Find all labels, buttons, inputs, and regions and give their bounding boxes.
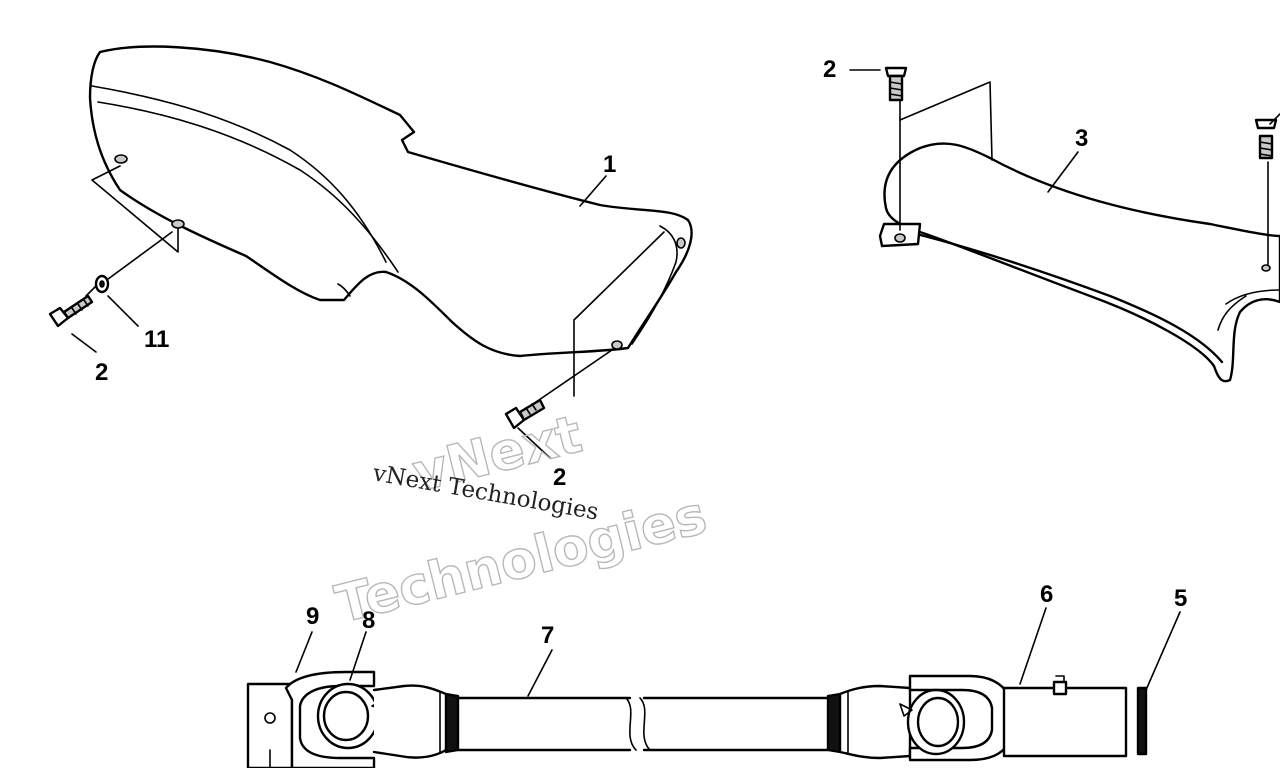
leader-7 — [527, 649, 553, 697]
callout-2-left: 2 — [95, 359, 108, 386]
callout-11: 11 — [144, 326, 169, 353]
leader-2b — [517, 427, 551, 459]
leader-8 — [349, 631, 367, 681]
right-shroud-part-3 — [878, 81, 1280, 383]
callout-5: 5 — [1174, 585, 1187, 612]
callout-7: 7 — [541, 622, 554, 649]
callout-1: 1 — [603, 151, 616, 178]
leader-6 — [1019, 607, 1047, 685]
leader-3 — [1047, 151, 1079, 193]
callout-3: 3 — [1075, 125, 1088, 152]
callout-8: 8 — [362, 607, 375, 634]
leader-5 — [1145, 611, 1181, 691]
callout-2-center: 2 — [553, 464, 566, 491]
callout-2-right: 2 — [823, 56, 836, 83]
center-bolt — [504, 349, 613, 430]
leader-2a — [71, 333, 97, 353]
watermark: vNext Technologies vNext Technologies — [329, 404, 713, 636]
leader-11 — [107, 295, 139, 327]
callout-9: 9 — [306, 603, 319, 630]
callout-6: 6 — [1040, 581, 1053, 608]
leader-9 — [295, 631, 313, 673]
leader-1 — [579, 175, 607, 207]
drive-shaft-assembly — [246, 670, 1148, 768]
left-bolt-and-washer — [48, 231, 173, 328]
left-shroud-part-1 — [88, 45, 693, 397]
right-bolts — [884, 66, 1280, 160]
